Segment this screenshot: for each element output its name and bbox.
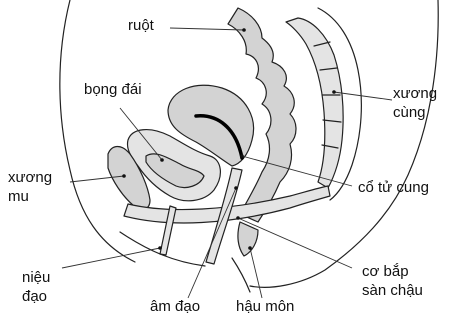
pelvic-floor-label-line-1: cơ bắp [362, 262, 423, 281]
pubic-bone-label-line-2: mu [8, 187, 52, 206]
urethra-label-line-1: niệu [22, 268, 50, 287]
sacrum-label-line-2: cùng [393, 103, 437, 122]
pelvic-floor-label: cơ bắp sàn chậu [362, 262, 423, 300]
pubic-bone-label-line-1: xương [8, 168, 52, 187]
perineum-outline [232, 258, 250, 292]
vagina-label: âm đạo [150, 297, 200, 316]
vagina-leader-dot [234, 186, 238, 190]
sacrum-label-line-1: xương [393, 84, 437, 103]
urethra-label-line-2: đạo [22, 287, 50, 306]
urethra-label: niệu đạo [22, 268, 50, 306]
anus-leader-dot [248, 246, 252, 250]
anal-canal [238, 222, 258, 256]
pelvic-floor-leader-dot [236, 216, 240, 220]
intestine-leader [170, 28, 244, 30]
intestine-leader-dot [242, 28, 246, 32]
anus-leader [250, 248, 262, 298]
pelvic-floor-label-line-2: sàn chậu [362, 281, 423, 300]
intestine-label: ruột [128, 16, 154, 35]
anus-label: hậu môn [236, 297, 294, 316]
urethra-leader-dot [158, 246, 162, 250]
urethra-leader [62, 248, 160, 268]
pubic-bone-leader-dot [122, 174, 126, 178]
sacrum-leader-dot [332, 90, 336, 94]
sacrum-label: xương cùng [393, 84, 437, 122]
pubic-bone-label: xương mu [8, 168, 52, 206]
bladder-leader-dot [160, 158, 164, 162]
bladder-label: bọng đái [84, 80, 142, 99]
cervix-label: cổ tử cung [358, 178, 429, 197]
body-outline-front [60, 0, 135, 262]
vagina-leader [188, 188, 236, 298]
cervix-leader-dot [240, 154, 244, 158]
